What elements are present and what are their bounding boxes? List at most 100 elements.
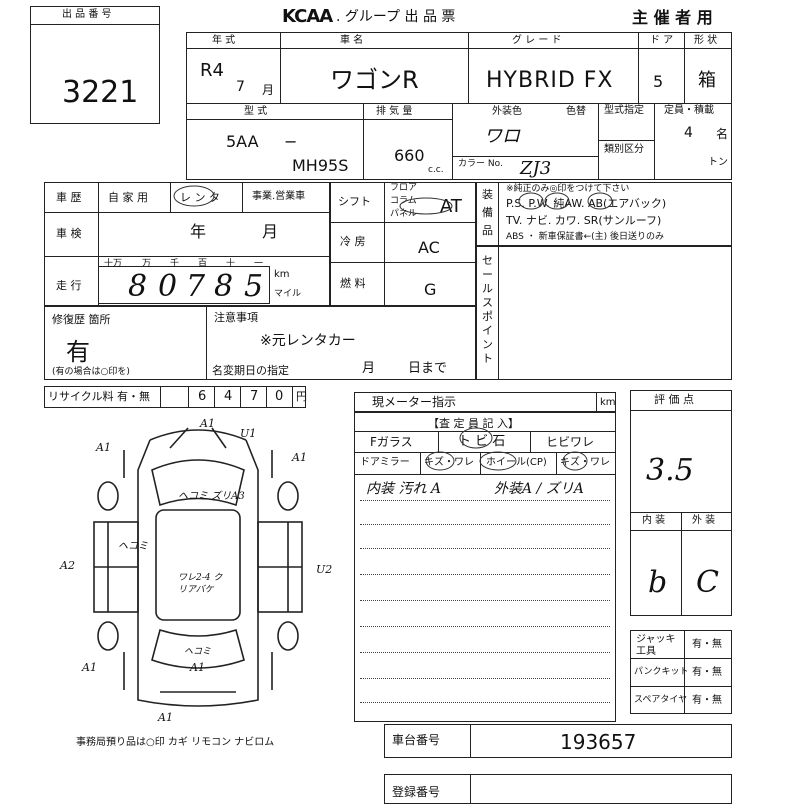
repair-note: (有の場合は○印を)	[52, 367, 130, 377]
mile-unit: マイル	[274, 289, 302, 299]
recycle-label: リサイクル料 有・無	[48, 390, 150, 403]
mileage-digit: 0	[158, 269, 178, 304]
inspection-year-unit: 年	[190, 222, 207, 241]
recycle-digit: 0	[275, 389, 284, 404]
mileage-digit: 8	[214, 269, 234, 304]
color-number-label: カラー No.	[458, 159, 503, 169]
glass-chip: ト ビ 石	[458, 434, 506, 449]
car-name-label: 車 名	[340, 35, 364, 46]
damage-mark: A1	[82, 661, 97, 674]
color-label: 外装色	[492, 106, 522, 117]
odometer-digits	[98, 266, 270, 304]
equipment-line1: P.S. P.W. 純AW. AB(エアバック)	[506, 197, 667, 210]
rename-label: 名変期日の指定	[212, 364, 289, 377]
model-code: MH95S	[292, 156, 349, 175]
digit-label: 万	[142, 259, 152, 269]
capacity-label: 定員・積載	[664, 105, 714, 116]
equipment-label: 装備品	[482, 188, 493, 237]
damage-mark: A1	[292, 451, 307, 464]
form-title: . グループ 出 品 票	[336, 9, 456, 25]
wheel-label: ホイール(CP)	[486, 457, 547, 468]
mileage-digit: 8	[128, 269, 148, 304]
history-label: 車 歴	[56, 191, 82, 204]
notes-value: ※元レンタカー	[260, 333, 356, 349]
office-note: 事務局預り品は○印 カギ リモコン ナビロム	[76, 737, 275, 748]
brand-logo: KCAA	[282, 6, 333, 27]
notes-label: 注意事項	[214, 311, 258, 324]
interior-label: 内 装	[642, 515, 666, 526]
ton-unit: トン	[708, 157, 728, 168]
lot-number-box	[30, 6, 160, 124]
lot-number-label: 出 品 番 号	[62, 9, 112, 20]
inspection-month-unit: 月	[262, 222, 279, 241]
equipment-note: ※純正のみ◎印をつけて下さい	[506, 184, 630, 194]
damage-mark: U1	[240, 427, 257, 440]
equipment-line3: ABS ・ 新車保証書←(主) 後日送りのみ	[506, 232, 665, 242]
exterior-label: 外 装	[692, 515, 716, 526]
inspector-title: 【査 定 員 記 入】	[428, 417, 519, 430]
registration-label: 登録番号	[392, 785, 441, 799]
chassis-label: 車台番号	[392, 733, 441, 747]
damage-mark: A1	[96, 441, 111, 454]
equipment-block	[476, 182, 732, 246]
recycle-digit: 7	[250, 389, 259, 404]
shift-panel: パネル	[390, 209, 418, 219]
shift-block	[330, 182, 476, 306]
digit-label: 千	[170, 259, 180, 269]
displacement: 660	[394, 146, 425, 165]
inspector-block	[354, 412, 616, 722]
year-label: 年 式	[212, 35, 236, 46]
repair-value: 有	[66, 338, 90, 366]
damage-mark: ワレ2-4 クリアバケ	[178, 573, 223, 595]
model-year-era: R4	[200, 60, 224, 81]
digit-label: 一	[254, 259, 264, 269]
damage-mark: A1	[158, 711, 173, 724]
meter-unit: km	[600, 397, 616, 408]
history-rental: レ ン タ	[180, 191, 220, 204]
inspector-comment: 内装 汚れ A	[366, 481, 442, 497]
sales-point-block	[476, 246, 732, 380]
fuel-value: G	[424, 280, 437, 299]
class-label: 類別区分	[604, 144, 644, 155]
puncture-label: パンクキット	[634, 667, 689, 677]
jack-option: 有・無	[692, 639, 722, 650]
damage-mark: U2	[316, 563, 333, 576]
interior-grade: b	[648, 565, 668, 600]
body-shape: 箱	[698, 70, 716, 91]
recycle-digit: 4	[224, 389, 233, 404]
model-code-label: 型 式	[244, 106, 268, 117]
jack-label: ジャッキ工具	[636, 634, 676, 657]
displacement-label: 排 気 量	[376, 106, 413, 117]
recycle-digit: 6	[198, 389, 207, 404]
mileage-label: 走 行	[56, 279, 82, 292]
grade-value: HYBRID FX	[486, 68, 614, 93]
door-count: 5	[653, 72, 664, 91]
puncture-option: 有・無	[692, 667, 722, 678]
ac-value: AC	[418, 238, 440, 257]
sales-point-label: セールスポイント	[482, 254, 493, 365]
exterior-color: ワロ	[484, 126, 520, 147]
color-change-label: 色替	[566, 106, 586, 117]
shift-floor: フロア	[390, 183, 418, 193]
car-name: ワゴンR	[330, 66, 419, 94]
history-block	[44, 182, 330, 306]
damage-mark: ヘコミ ズリA3	[178, 491, 245, 502]
color-number: ZJ3	[520, 158, 552, 179]
vehicle-info-block	[186, 32, 732, 180]
km-unit: km	[274, 269, 290, 280]
capacity-unit: 名	[716, 127, 729, 141]
type-spec-label: 型式指定	[604, 105, 644, 116]
inspector-comment: 外装A / ズリA	[494, 481, 584, 497]
chassis-number: 193657	[560, 730, 637, 754]
shift-label: シフト	[338, 195, 371, 208]
repair-block	[44, 306, 476, 380]
model-dash: −	[284, 132, 298, 151]
spare-label: スペアタイヤ	[634, 695, 688, 705]
month-unit: 月	[262, 83, 275, 97]
cc-unit: c.c.	[428, 165, 444, 175]
evaluation-label: 評 価 点	[654, 393, 694, 406]
digit-label: 十	[226, 259, 236, 269]
exterior-grade: C	[696, 565, 719, 600]
shape-label: 形 状	[694, 35, 718, 46]
